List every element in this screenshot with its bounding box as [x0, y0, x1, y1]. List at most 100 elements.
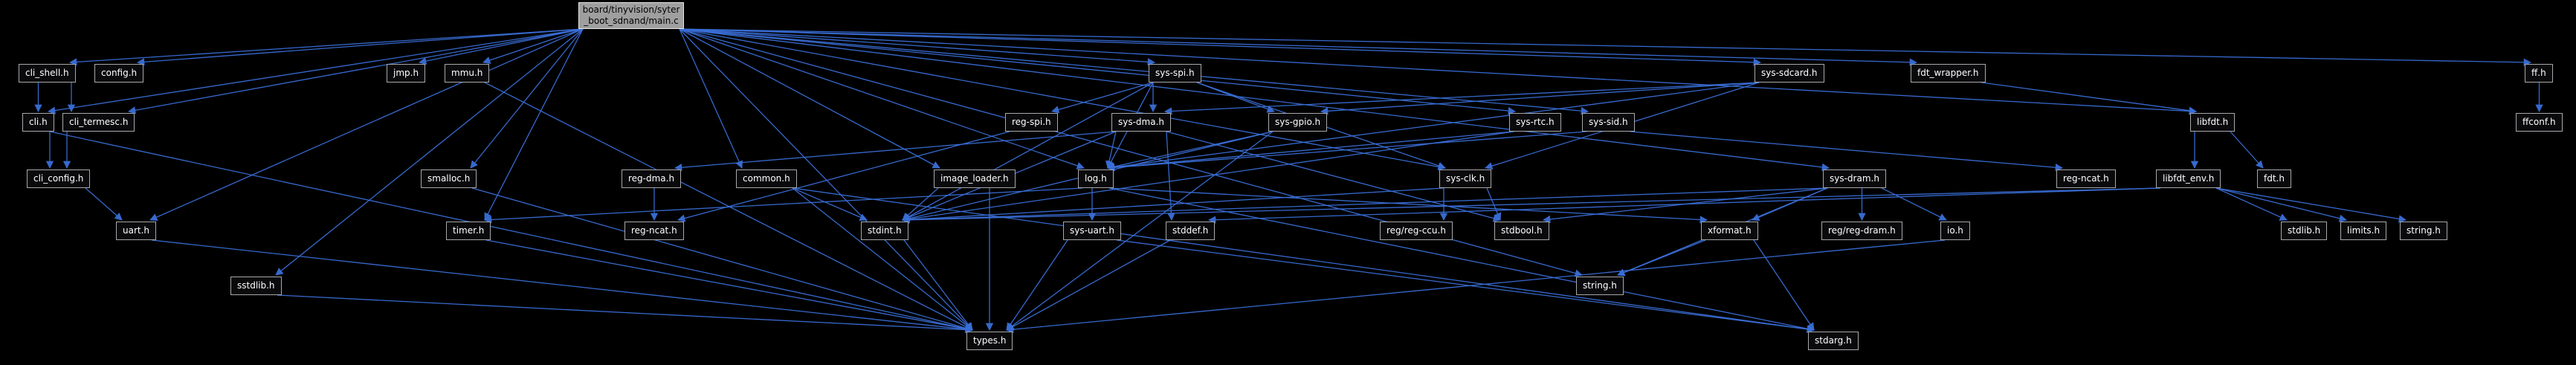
graph-node-reg_spi[interactable]: reg-spi.h — [1005, 113, 1058, 132]
graph-node-fdt[interactable]: fdt.h — [2257, 169, 2291, 188]
graph-node-xformat[interactable]: xformat.h — [1701, 222, 1758, 240]
edge-main-to-timer — [484, 28, 584, 221]
edge-sys_sdcard-to-sys_dma — [1163, 82, 1760, 115]
edge-sys_dma-to-stddef — [1166, 131, 1175, 222]
graph-node-reg_ncat_r[interactable]: reg-ncat.h — [2056, 169, 2116, 188]
graph-node-config[interactable]: config.h — [94, 64, 144, 83]
edge-main-to-mmu — [482, 28, 584, 64]
edge-sys_clk-to-stdint — [901, 187, 1444, 224]
graph-node-cli_shell[interactable]: cli_shell.h — [19, 64, 76, 83]
graph-node-main[interactable]: board/tinyvision/syter_boot_sdnand/main.… — [578, 2, 684, 29]
graph-node-libfdt_env[interactable]: libfdt_env.h — [2156, 169, 2221, 188]
edge-sys_dram-to-stdint — [901, 187, 1828, 224]
edge-sys_gpio-to-types — [1006, 131, 1274, 331]
edge-timer-to-types — [485, 239, 974, 333]
edge-sys_clk-to-stdbool — [1486, 187, 1502, 221]
edge-main-to-jmp — [418, 28, 584, 65]
graph-node-reg_dram[interactable]: reg/reg-dram.h — [1821, 222, 1902, 240]
graph-node-image_loader[interactable]: image_loader.h — [934, 169, 1016, 188]
edge-main-to-uart — [149, 28, 584, 221]
graph-node-cli[interactable]: cli.h — [22, 113, 54, 132]
edge-libfdt_env-to-limits — [2215, 187, 2348, 222]
edge-main-to-sys_spi — [679, 28, 1156, 66]
graph-node-fdt_wrapper[interactable]: fdt_wrapper.h — [1911, 64, 1986, 83]
edge-sys_rtc-to-stdint — [901, 131, 1514, 223]
edge-sys_spi-to-stdint — [902, 82, 1154, 221]
graph-node-stdlib[interactable]: stdlib.h — [2281, 222, 2328, 240]
edge-log-to-xformat — [1108, 187, 1708, 224]
graph-node-cli_config[interactable]: cli_config.h — [27, 169, 91, 188]
graph-node-sys_gpio[interactable]: sys-gpio.h — [1268, 113, 1328, 132]
graph-node-stdint[interactable]: stdint.h — [861, 222, 908, 240]
graph-node-limits[interactable]: limits.h — [2340, 222, 2387, 240]
graph-node-io[interactable]: io.h — [1940, 222, 1970, 240]
edge-main-to-common — [679, 28, 743, 169]
edge-sys_rtc-to-log — [1106, 131, 1514, 172]
graph-node-stdbool[interactable]: stdbool.h — [1494, 222, 1549, 240]
graph-node-sstdlib[interactable]: sstdlib.h — [230, 277, 282, 295]
edge-main-to-image_loader — [679, 28, 940, 169]
graph-node-sys_sid[interactable]: sys-sid.h — [1582, 113, 1635, 132]
edge-stdint-to-types — [903, 239, 973, 331]
edge-main-to-sys_sid — [679, 28, 1589, 115]
edge-sys_dma-to-log — [1105, 131, 1117, 169]
graph-node-reg_ncat_l[interactable]: reg-ncat.h — [624, 222, 684, 240]
graph-node-sys_clk[interactable]: sys-clk.h — [1439, 169, 1492, 188]
edge-sys_sid-to-log — [1106, 131, 1587, 172]
edge-sys_uart-to-types — [1006, 239, 1068, 331]
graph-node-smalloc[interactable]: smalloc.h — [421, 169, 477, 188]
edge-main-to-ff — [679, 28, 2532, 67]
edge-main-to-fdt_wrapper — [679, 28, 1918, 66]
edge-log-to-timer — [483, 187, 1083, 224]
edge-xformat-to-stdarg — [1753, 239, 1815, 331]
edge-sys_sdcard-to-sys_gpio — [1320, 82, 1760, 115]
edge-sys_sdcard-to-log — [1106, 82, 1760, 171]
graph-node-common[interactable]: common.h — [736, 169, 797, 188]
graph-node-sys_uart[interactable]: sys-uart.h — [1063, 222, 1121, 240]
edge-main-to-cli — [47, 28, 584, 114]
edge-main-to-cli_shell — [68, 28, 584, 66]
graph-node-uart[interactable]: uart.h — [116, 222, 157, 240]
edge-libfdt_env-to-string_r — [2215, 187, 2407, 223]
edge-libfdt_env-to-stdint — [901, 187, 2161, 224]
edge-main-to-cli_termesc — [127, 28, 584, 114]
graph-node-timer[interactable]: timer.h — [446, 222, 491, 240]
graph-node-libfdt[interactable]: libfdt.h — [2190, 113, 2236, 132]
graph-node-sys_dram[interactable]: sys-dram.h — [1823, 169, 1886, 188]
graph-node-ff[interactable]: ff.h — [2525, 64, 2553, 83]
graph-node-ffconf[interactable]: ffconf.h — [2516, 113, 2563, 132]
graph-node-sys_rtc[interactable]: sys-rtc.h — [1509, 113, 1561, 132]
graph-node-reg_dma[interactable]: reg-dma.h — [622, 169, 682, 188]
graph-node-sys_spi[interactable]: sys-spi.h — [1149, 64, 1201, 83]
graph-node-jmp[interactable]: jmp.h — [387, 64, 426, 83]
graph-node-sys_dma[interactable]: sys-dma.h — [1111, 113, 1172, 132]
edge-reg_spi-to-reg_ncat_l — [677, 131, 1010, 222]
edge-common-to-types — [792, 187, 973, 331]
edge-cli_config-to-uart — [85, 187, 123, 221]
graph-node-reg_ccu[interactable]: reg/reg-ccu.h — [1380, 222, 1453, 240]
edge-main-to-sys_dram — [679, 28, 1830, 172]
graph-node-stdarg[interactable]: stdarg.h — [1808, 332, 1859, 350]
edge-libfdt_env-to-stdlib — [2215, 187, 2288, 221]
graph-node-cli_termesc[interactable]: cli_termesc.h — [62, 113, 135, 132]
edge-main-to-sys_sdcard — [679, 28, 1762, 66]
graph-node-sys_sdcard[interactable]: sys-sdcard.h — [1755, 64, 1824, 83]
edge-libfdt_env-to-stddef — [1207, 187, 2161, 224]
graph-node-stddef[interactable]: stddef.h — [1166, 222, 1216, 240]
edge-fdt_wrapper-to-libfdt — [1981, 82, 2198, 114]
graph-node-types[interactable]: types.h — [966, 332, 1013, 350]
edge-sys_sid-to-reg_ncat_r — [1630, 131, 2064, 172]
graph-node-mmu[interactable]: mmu.h — [445, 64, 490, 83]
edge-uart-to-types — [151, 239, 974, 334]
edge-sys_dram-to-io — [1881, 187, 1947, 221]
edge-smalloc-to-types — [471, 187, 974, 332]
graph-node-log[interactable]: log.h — [1078, 169, 1114, 188]
edge-sstdlib-to-types — [277, 294, 974, 334]
edge-main-to-sstdlib — [275, 28, 584, 276]
graph-node-string_m[interactable]: string.h — [1576, 277, 1624, 295]
edge-main-to-smalloc — [470, 28, 584, 169]
edge-sys_dma-to-reg_dma — [674, 131, 1117, 172]
graph-node-string_r[interactable]: string.h — [2400, 222, 2447, 240]
edge-stddef-to-types — [1006, 239, 1171, 331]
